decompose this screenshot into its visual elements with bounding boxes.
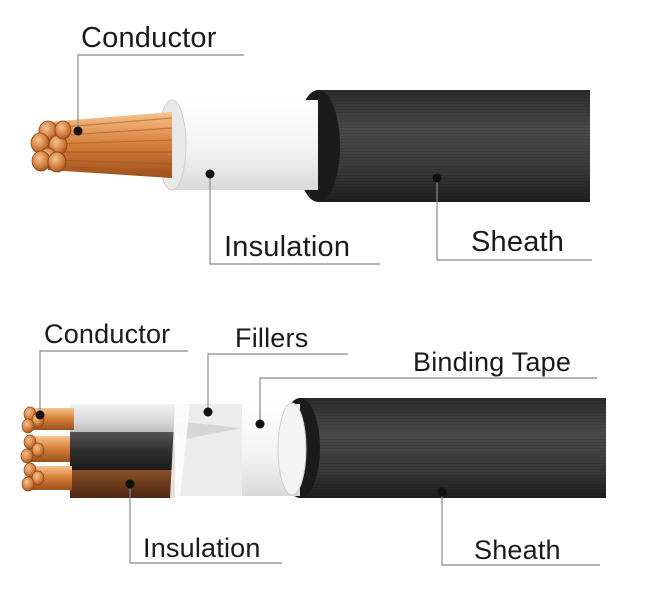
bottom-insulation-label: Insulation (143, 533, 261, 563)
top-insulation-label: Insulation (224, 231, 351, 263)
bottom-binding-tape-dot (255, 419, 265, 429)
top-insulation-leader (209, 174, 380, 265)
bottom-cable (20, 398, 606, 498)
top-sheath-dot (432, 173, 442, 183)
bottom-conductor-label: Conductor (44, 319, 171, 349)
top-leader-lines (77, 54, 592, 265)
top-leader-dots (73, 126, 442, 183)
bottom-leader-lines (39, 350, 600, 566)
top-conductor-leader (77, 54, 244, 131)
bottom-binding-tape-leader (259, 377, 597, 424)
bottom-conductor-leader (39, 350, 188, 415)
bottom-binding-tape-label: Binding Tape (413, 347, 572, 377)
bottom-sheath-dot (437, 487, 447, 497)
bottom-sheath-leader (441, 492, 600, 566)
bottom-conductor (20, 406, 74, 492)
top-insulation (157, 99, 318, 191)
top-conductor (30, 112, 173, 178)
bottom-fillers-dot (203, 407, 213, 417)
bottom-insulation-dot (125, 479, 135, 489)
bottom-sheath (280, 398, 606, 498)
bottom-sheath-label: Sheath (474, 535, 561, 565)
top-sheath-label: Sheath (471, 226, 565, 258)
bottom-cores (70, 404, 190, 498)
top-insulation-dot (205, 169, 215, 179)
top-conductor-label: Conductor (81, 22, 217, 54)
bottom-leader-dots (35, 407, 447, 497)
bottom-fillers-label: Fillers (235, 323, 309, 353)
bottom-fillers-leader (207, 353, 348, 412)
top-sheath (296, 90, 590, 202)
bottom-conductor-dot (35, 410, 45, 420)
top-conductor-dot (73, 126, 83, 136)
top-cable (30, 90, 590, 202)
top-sheath-leader (436, 178, 592, 261)
bottom-insulation-leader (129, 484, 282, 564)
bottom-binding-tape (242, 402, 307, 496)
